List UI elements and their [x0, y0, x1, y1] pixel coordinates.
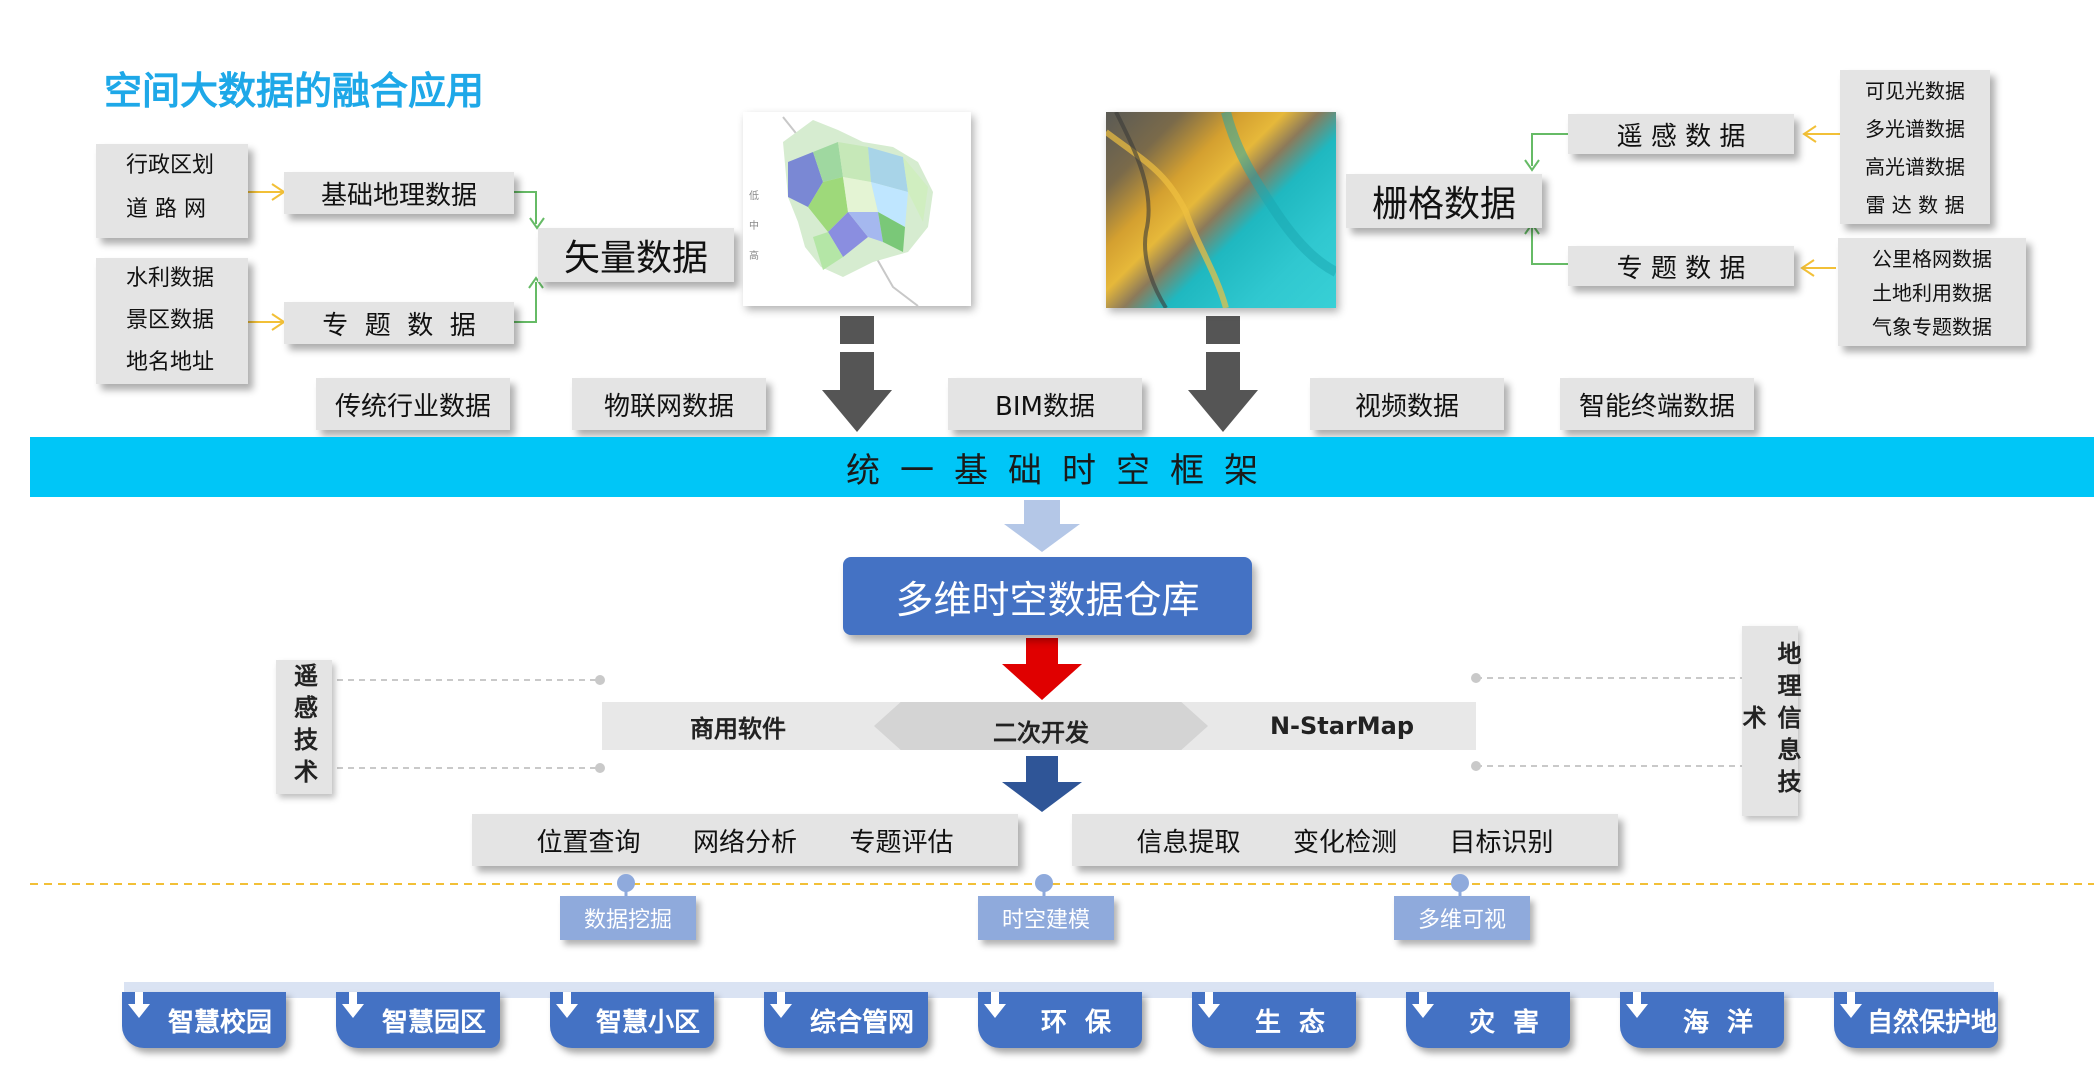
source-item: 雷 达 数 据 — [1865, 193, 1965, 217]
source-item: 地名地址 — [126, 350, 215, 375]
app-label: 综合管网 — [809, 1007, 914, 1038]
app-label: 智慧小区 — [595, 1007, 700, 1038]
category-smart-terminal: 智能终端数据 — [1560, 378, 1754, 430]
app-ocean[interactable]: 海 洋 — [1620, 992, 1784, 1048]
raster-data-box: 栅格数据 — [1346, 174, 1542, 228]
source-item: 道 路 网 — [126, 197, 206, 222]
app-nature-reserve[interactable]: 自然保护地 — [1834, 992, 1998, 1048]
source-item: 景区数据 — [126, 308, 215, 333]
app-smart-community[interactable]: 智慧小区 — [550, 992, 714, 1048]
chip-spatiotemporal-modeling: 时空建模 — [978, 896, 1114, 940]
down-arrow-icon — [1412, 992, 1434, 1018]
app-label: 环 保 — [1040, 1007, 1112, 1038]
commercial-software-label: 商用软件 — [690, 714, 786, 743]
legend-item: 低 — [749, 191, 759, 202]
source-item: 行政区划 — [126, 153, 215, 178]
page-title: 空间大数据的融合应用 — [104, 69, 485, 113]
app-smart-park[interactable]: 智慧园区 — [336, 992, 500, 1048]
source-item: 水利数据 — [126, 266, 215, 291]
down-arrow-icon — [1840, 992, 1862, 1018]
app-label: 智慧园区 — [381, 1007, 486, 1038]
source-item: 气象专题数据 — [1872, 315, 1992, 339]
chip-data-mining: 数据挖掘 — [560, 896, 696, 940]
category-iot: 物联网数据 — [572, 378, 766, 430]
down-arrow-icon — [770, 992, 792, 1018]
chip-dot — [617, 874, 635, 892]
warehouse-box: 多维时空数据仓库 — [843, 557, 1252, 635]
vector-data-box: 矢量数据 — [538, 228, 734, 282]
vector-map-image: 低 中 高 — [743, 112, 971, 306]
topic-sources-box: 水利数据 景区数据 地名地址 — [96, 258, 248, 384]
down-arrow-icon — [556, 992, 578, 1018]
source-item: 土地利用数据 — [1872, 281, 1992, 305]
app-label: 生 态 — [1254, 1007, 1326, 1038]
basic-geo-data-box: 基础地理数据 — [284, 172, 514, 214]
app-disaster[interactable]: 灾 害 — [1406, 992, 1570, 1048]
app-label: 海 洋 — [1682, 1007, 1754, 1038]
app-label: 智慧校园 — [167, 1007, 272, 1038]
raster-topic-data-box: 专 题 数 据 — [1568, 246, 1794, 286]
app-label: 自然保护地 — [1866, 1007, 1997, 1038]
gis-tech-box: 地理信息技术 — [1738, 626, 1801, 816]
rs-sources-box: 可见光数据 多光谱数据 高光谱数据 雷 达 数 据 — [1840, 70, 1990, 224]
chip-dot — [1035, 874, 1053, 892]
category-video: 视频数据 — [1310, 378, 1504, 430]
capabilities-left: 位置查询 网络分析 专题评估 — [472, 814, 1018, 866]
framework-band: 统一基础时空框架 — [30, 437, 2094, 497]
legend-item: 高 — [749, 251, 759, 262]
app-pipeline-network[interactable]: 综合管网 — [764, 992, 928, 1048]
source-item: 多光谱数据 — [1865, 117, 1965, 141]
down-arrow-icon — [1626, 992, 1648, 1018]
chip-dot — [1451, 874, 1469, 892]
app-ecology[interactable]: 生 态 — [1192, 992, 1356, 1048]
remote-sensing-tech-box: 遥感技术 — [276, 660, 332, 794]
app-label: 灾 害 — [1468, 1007, 1540, 1038]
legend-item: 中 — [749, 221, 759, 232]
raster-satellite-image — [1106, 112, 1336, 308]
down-arrow-icon — [342, 992, 364, 1018]
category-traditional: 传统行业数据 — [316, 378, 510, 430]
app-environment[interactable]: 环 保 — [978, 992, 1142, 1048]
category-bim: BIM数据 — [948, 378, 1142, 430]
down-arrow-icon — [128, 992, 150, 1018]
source-item: 公里格网数据 — [1872, 247, 1992, 271]
app-smart-campus[interactable]: 智慧校园 — [122, 992, 286, 1048]
raster-topic-sources-box: 公里格网数据 土地利用数据 气象专题数据 — [1838, 238, 2026, 346]
capabilities-right: 信息提取 变化检测 目标识别 — [1072, 814, 1618, 866]
vector-topic-data-box: 专 题 数 据 — [284, 302, 514, 344]
remote-sensing-data-box: 遥 感 数 据 — [1568, 114, 1794, 154]
down-arrow-icon — [1198, 992, 1220, 1018]
basic-sources-box: 行政区划 道 路 网 — [96, 144, 248, 238]
chip-multidim-visual: 多维可视 — [1394, 896, 1530, 940]
dev-bar-center-shape — [874, 702, 1208, 750]
secondary-dev-label: 二次开发 — [993, 718, 1089, 747]
nstarmap-label: N-StarMap — [1269, 712, 1415, 740]
source-item: 可见光数据 — [1865, 79, 1965, 103]
source-item: 高光谱数据 — [1865, 155, 1965, 179]
down-arrow-icon — [984, 992, 1006, 1018]
map-legend: 低 中 高 — [749, 182, 759, 272]
